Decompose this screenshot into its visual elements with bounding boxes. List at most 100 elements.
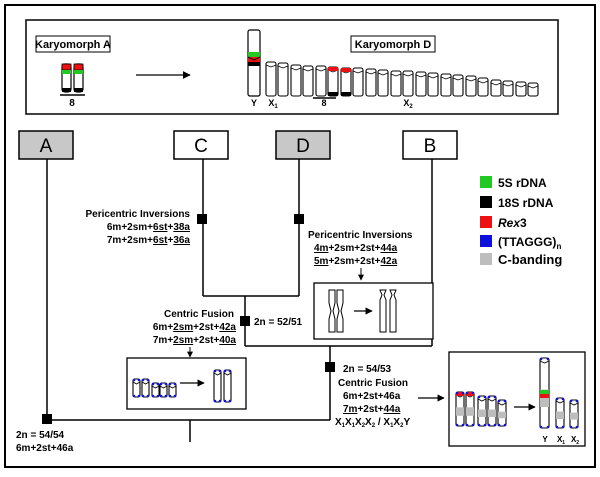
- d-inversion-inset: [313, 282, 434, 340]
- centric-fusion-1-formula-2: 7m+2sm+2st+40a: [153, 335, 237, 346]
- karyomorph-a-box: [35, 35, 111, 53]
- event-marker-root: [42, 414, 52, 424]
- cf2-chromosome: [487, 395, 497, 427]
- d-inversion-formula-2: 5m+2sm+2st+42a: [314, 256, 398, 267]
- d-inversion-formula-1: 4m+2sm+2st+44a: [314, 243, 398, 254]
- root-diploid: 2n = 54/54: [16, 430, 65, 441]
- karyomorph-d-chromosome: [327, 66, 339, 97]
- phylogeny-lines: [46, 159, 433, 442]
- karyomorph-a-label: Karyomorph A: [35, 39, 111, 51]
- d-inversion-annotation: Pericentric Inversions 4m+2sm+2st+44a 5m…: [308, 230, 413, 267]
- legend-swatch-rex3: [480, 216, 492, 228]
- cf1-before-chromosomes: [132, 378, 177, 398]
- karyomorph-d-chromosome: [290, 64, 302, 97]
- karyomorph-d-chromosome: [277, 62, 289, 97]
- c-inversion-annotation: Pericentric Inversions 6m+2sm+6st+38a 7m…: [86, 209, 191, 246]
- karyomorph-a-pair-8: [60, 63, 85, 96]
- cf1-chromosome: [132, 378, 141, 398]
- legend-label-18s: 18S rDNA: [498, 196, 554, 210]
- centric-fusion-2-diploid: 2n = 54/53: [343, 364, 392, 375]
- centric-fusion-2-formula-1: 6m+2st+46a: [343, 391, 401, 402]
- karyomorph-d-chromosome: [502, 80, 514, 97]
- cf2-label-x2: X2: [571, 435, 579, 446]
- cf2-x2-chromosome: [569, 399, 579, 429]
- chrom-pair-8-label: 8: [321, 98, 326, 108]
- karyomorph-a-pair-label: 8: [69, 98, 75, 109]
- centric-fusion-1-diploid: 2n = 52/51: [254, 317, 303, 328]
- legend-swatch-18s: [480, 196, 492, 208]
- legend-swatch-5s: [480, 176, 492, 188]
- centric-fusion-2-title: Centric Fusion: [338, 378, 408, 389]
- node-d: D: [275, 130, 331, 160]
- karyomorph-d-chromosome: [340, 67, 352, 97]
- node-b-label: B: [424, 136, 437, 157]
- karyomorph-d-box: [350, 35, 436, 53]
- cf1-chromosome: [168, 382, 177, 398]
- legend-label-cbanding: C-banding: [498, 252, 562, 267]
- node-c-label: C: [194, 136, 208, 157]
- event-marker-d-inversion: [294, 214, 304, 224]
- c-inversion-formula-2: 7m+2sm+6st+36a: [107, 235, 191, 246]
- karyomorph-d-chromosome: [515, 81, 527, 97]
- karyomorph-d-chromosome: [365, 68, 377, 97]
- karyomorph-d-label: Karyomorph D: [355, 39, 431, 51]
- karyomorph-d-chromosome: [302, 65, 314, 97]
- node-c-box: [173, 130, 229, 160]
- node-b: B: [402, 130, 458, 160]
- cf1-fused-chromosome: [213, 369, 222, 403]
- cf2-label-y: Y: [542, 435, 548, 444]
- karyomorph-d-chromosome: [315, 65, 327, 97]
- cf2-after-chromosomes: [539, 357, 579, 429]
- karyomorph-d-chromosome: [490, 79, 502, 97]
- cf1-chromosome: [141, 378, 150, 398]
- event-marker-centric-fusion-1: [240, 316, 250, 326]
- node-d-box: [275, 130, 331, 160]
- centric-fusion-1-formula-1: 6m+2sm+2st+42a: [153, 322, 237, 333]
- chromosome-y: [247, 29, 261, 97]
- cf1-chromosome: [159, 382, 168, 398]
- top-karyotype-panel: Karyomorph A 8 Karyomorph D Y: [25, 19, 559, 115]
- karyomorph-d-chromosome: [390, 70, 402, 97]
- cf2-before-chromosomes: [455, 391, 507, 427]
- event-marker-c-inversion: [197, 214, 207, 224]
- karyomorph-d-chromosome: [352, 67, 364, 97]
- node-b-box: [402, 130, 458, 160]
- top-panel-border: [25, 19, 559, 115]
- centric-fusion-2-formula-2: 7m+2st+44a: [343, 404, 401, 415]
- centric-fusion-1-annotation: Centric Fusion 6m+2sm+2st+42a 7m+2sm+2st…: [153, 309, 303, 346]
- karyomorph-d-chromosome: [477, 77, 489, 97]
- karyomorph-d-chromosome: [465, 75, 477, 97]
- centric-fusion-1-title: Centric Fusion: [164, 309, 234, 320]
- karyomorph-d-chromosome: [415, 71, 427, 97]
- root-formula: 6m+2st+46a: [16, 443, 74, 454]
- node-a-box: [18, 130, 74, 160]
- d-inversion-title: Pericentric Inversions: [308, 230, 413, 241]
- node-d-label: D: [296, 136, 310, 157]
- cf2-chromosome: [455, 391, 465, 427]
- cf1-chromosome: [151, 382, 160, 398]
- c-inversion-title: Pericentric Inversions: [86, 209, 191, 220]
- karyomorph-d-chromosome: [527, 82, 539, 97]
- legend-label-rex3: Rex3: [498, 216, 527, 230]
- karyomorph-d-chromosome: [427, 72, 439, 97]
- chrom-x1-label: X1: [268, 98, 278, 110]
- legend-label-telomere: (TTAGGG)n: [498, 235, 561, 251]
- karyomorph-d-chromosome: [402, 70, 414, 97]
- karyomorph-d-chromosome: [440, 73, 452, 97]
- root-annotation: 2n = 54/54 6m+2st+46a: [16, 430, 74, 454]
- cf2-chromosome: [477, 395, 487, 427]
- chrom-y-label: Y: [251, 98, 257, 108]
- cf2-chromosome: [465, 391, 475, 427]
- cf2-x1-chromosome: [555, 397, 565, 429]
- legend-swatch-cbanding: [480, 253, 492, 265]
- c-inversion-formula-1: 6m+2sm+6st+38a: [107, 222, 191, 233]
- centric-fusion-1-inset: [126, 357, 247, 410]
- legend-label-5s: 5S rDNA: [498, 176, 547, 190]
- karyomorph-d-chromosome: [377, 69, 389, 97]
- cf2-chromosome: [497, 399, 507, 427]
- karyomorph-d-chromosome: [265, 61, 277, 97]
- centric-fusion-2-annotation: 2n = 54/53 Centric Fusion 6m+2st+46a 7m+…: [335, 364, 410, 429]
- legend: 5S rDNA 18S rDNA Rex3 (TTAGGG)n C-bandin…: [480, 176, 562, 267]
- karyomorph-d-chromosome-row: [265, 61, 539, 99]
